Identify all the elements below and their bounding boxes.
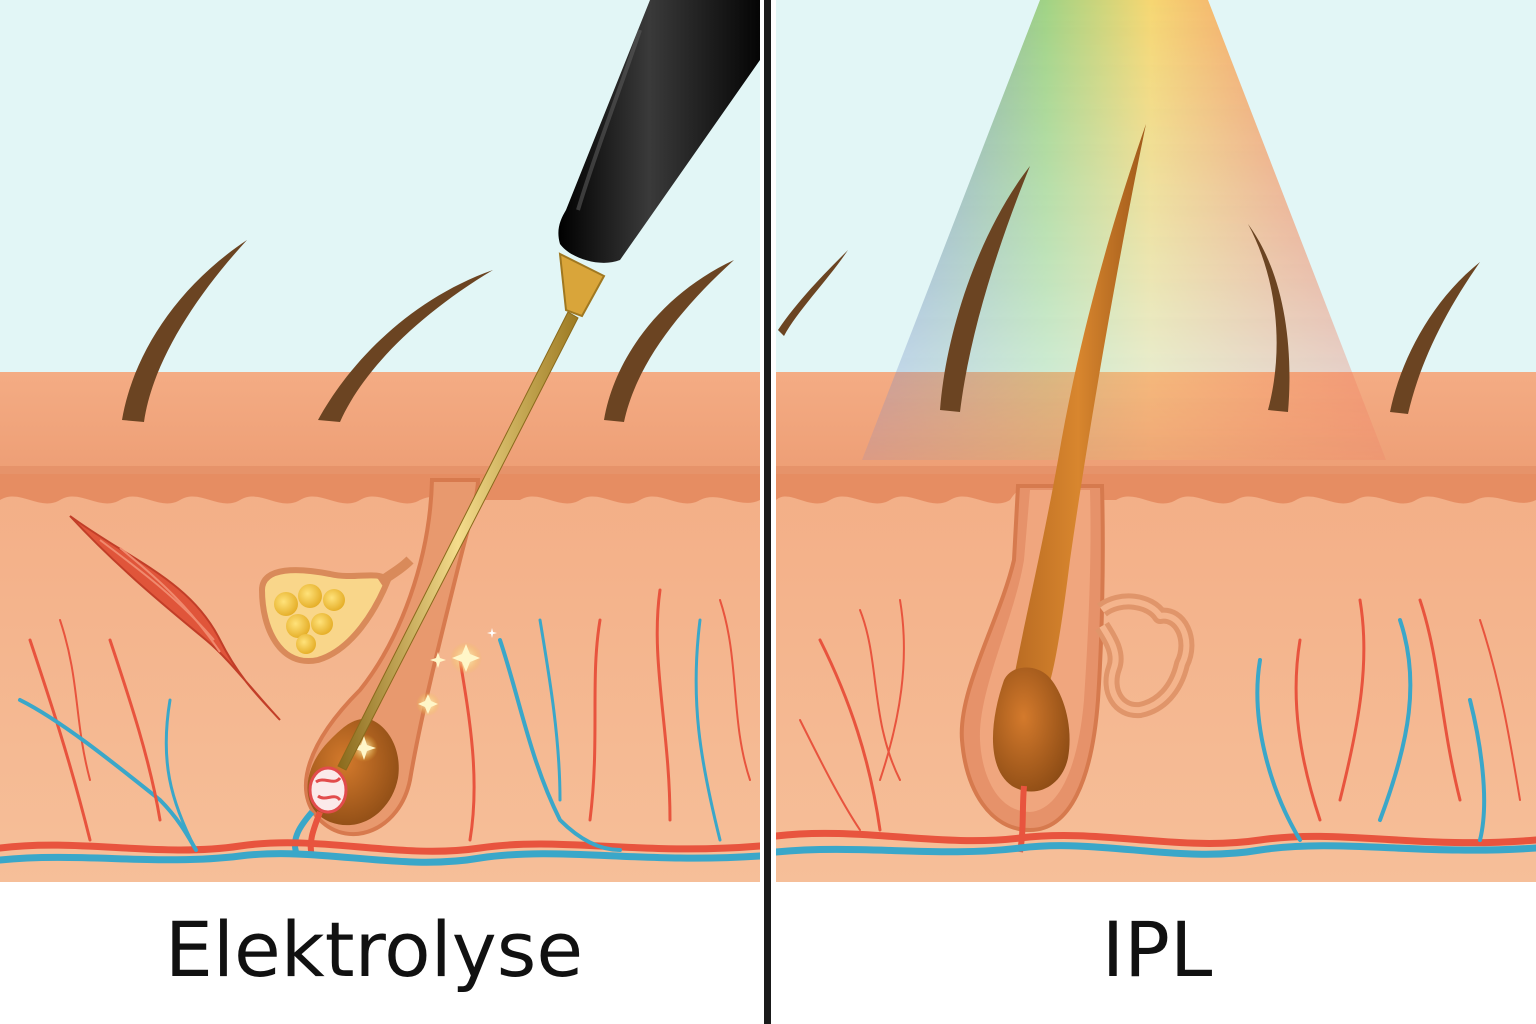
surface-hair	[1390, 262, 1480, 414]
label-ipl: IPL	[1101, 905, 1213, 994]
dermal-border-left	[0, 466, 760, 520]
left-panel	[0, 0, 764, 882]
needle-icon	[337, 311, 579, 771]
dermis-right	[776, 466, 1536, 882]
hair-bulb-right	[992, 667, 1070, 792]
right-panel	[772, 0, 1536, 882]
blood-vessels-left	[0, 588, 764, 866]
dermal-border-right	[776, 466, 1536, 504]
damaged-papilla-icon	[292, 766, 348, 857]
probe-collar	[558, 252, 606, 318]
hair-shaft-right	[1010, 124, 1146, 700]
surface-hair	[604, 260, 734, 422]
arrector-muscle-icon	[69, 515, 281, 721]
probe-handle-icon	[558, 0, 760, 263]
surface-hair	[122, 240, 247, 422]
surface-hair	[1248, 224, 1290, 412]
blood-vessels-right	[772, 598, 1536, 858]
panel-divider-line	[764, 0, 771, 1024]
epidermis-left	[0, 372, 760, 468]
surface-hair	[318, 270, 493, 422]
label-elektrolyse: Elektrolyse	[164, 905, 584, 994]
surface-hair	[778, 250, 848, 336]
surface-hair	[940, 166, 1030, 412]
sebaceous-gland-icon	[258, 556, 414, 665]
